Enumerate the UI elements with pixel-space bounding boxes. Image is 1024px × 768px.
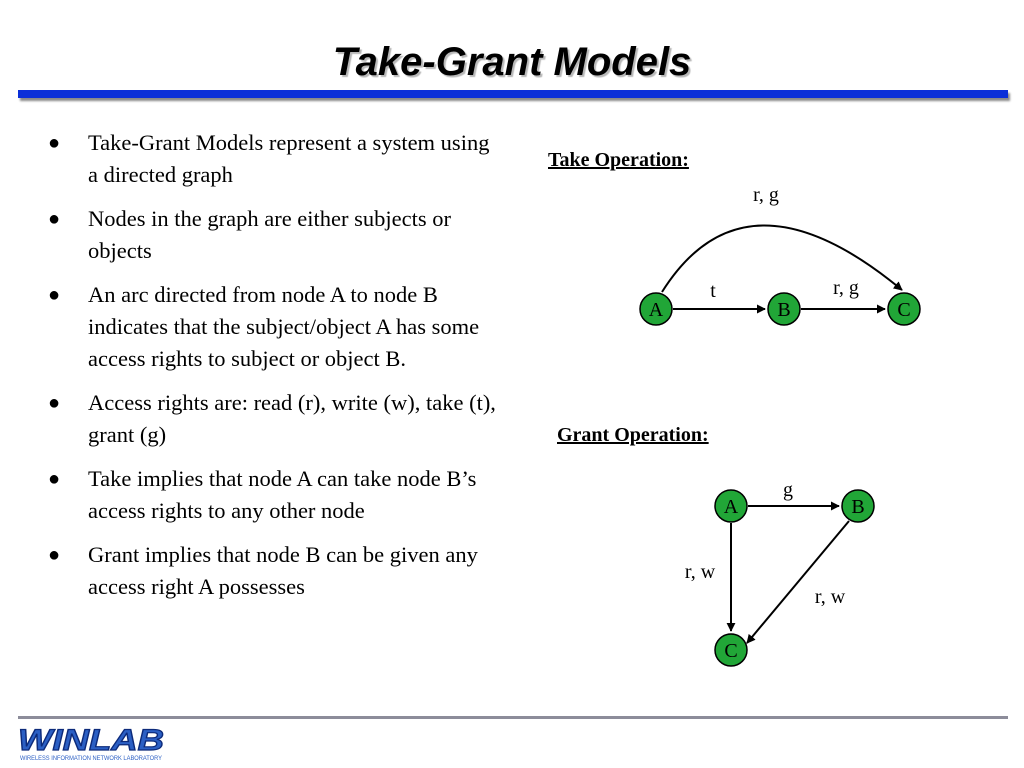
slide-title: Take-Grant Models xyxy=(332,40,692,84)
winlab-logo: WINLAB WIRELESS INFORMATION NETWORK LABO… xyxy=(17,723,164,762)
bullet-dot-icon: ● xyxy=(48,544,61,566)
take-node-a: A xyxy=(639,292,673,326)
bullet-item: ● Nodes in the graph are either subjects … xyxy=(40,203,500,267)
bullet-item: ● Take-Grant Models represent a system us… xyxy=(40,127,500,191)
title-divider xyxy=(18,90,1008,98)
bullet-text: Take-Grant Models represent a system usi… xyxy=(88,130,490,187)
take-node-c: C xyxy=(887,292,921,326)
take-node-label: A xyxy=(649,299,664,321)
bullet-item: ● An arc directed from node A to node B i… xyxy=(40,279,500,375)
grant-edge-bc xyxy=(746,520,850,644)
take-node-label: B xyxy=(777,299,790,321)
grant-edge-label-ac: r, w xyxy=(685,561,716,583)
bullet-text: An arc directed from node A to node B in… xyxy=(88,282,480,371)
bullet-dot-icon: ● xyxy=(48,468,61,490)
bullet-item: ● Grant implies that node B can be given … xyxy=(40,539,500,603)
grant-node-label: C xyxy=(724,640,737,662)
bullet-dot-icon: ● xyxy=(48,392,61,414)
bullet-text: Access rights are: read (r), write (w), … xyxy=(88,390,496,447)
grant-operation-heading: Grant Operation: xyxy=(557,424,709,446)
bullet-dot-icon: ● xyxy=(48,284,61,306)
bullet-item: ● Take implies that node A can take node … xyxy=(40,463,500,527)
take-edge-ac xyxy=(661,224,903,293)
take-operation-diagram: Take Operation: r, g t r, g A B C xyxy=(548,149,921,326)
grant-node-a: A xyxy=(714,489,748,523)
bullet-list: ● Take-Grant Models represent a system us… xyxy=(40,127,500,615)
take-node-label: C xyxy=(897,299,910,321)
take-operation-heading: Take Operation: xyxy=(548,149,689,171)
grant-node-label: B xyxy=(851,496,864,518)
bullet-text: Nodes in the graph are either subjects o… xyxy=(88,206,451,263)
take-edge-label-ac: r, g xyxy=(753,184,779,206)
grant-node-label: A xyxy=(724,496,739,518)
bullet-dot-icon: ● xyxy=(48,132,61,154)
grant-node-c: C xyxy=(714,633,748,667)
bullet-item: ● Access rights are: read (r), write (w),… xyxy=(40,387,500,451)
take-edge-label-bc: r, g xyxy=(833,277,859,299)
bullet-text: Take implies that node A can take node B… xyxy=(88,466,477,523)
logo-subtitle: WIRELESS INFORMATION NETWORK LABORATORY xyxy=(20,755,162,762)
take-edge-label-ab: t xyxy=(710,280,716,302)
grant-node-b: B xyxy=(841,489,875,523)
grant-edge-label-ab: g xyxy=(783,479,793,501)
grant-operation-diagram: Grant Operation: g r, w r, w A B C xyxy=(557,424,875,667)
bullet-dot-icon: ● xyxy=(48,208,61,230)
bullet-text: Grant implies that node B can be given a… xyxy=(88,542,478,599)
footer-divider xyxy=(18,716,1008,719)
grant-edge-label-bc: r, w xyxy=(815,586,846,608)
logo-wordmark: WINLAB xyxy=(18,724,164,757)
take-node-b: B xyxy=(767,292,801,326)
